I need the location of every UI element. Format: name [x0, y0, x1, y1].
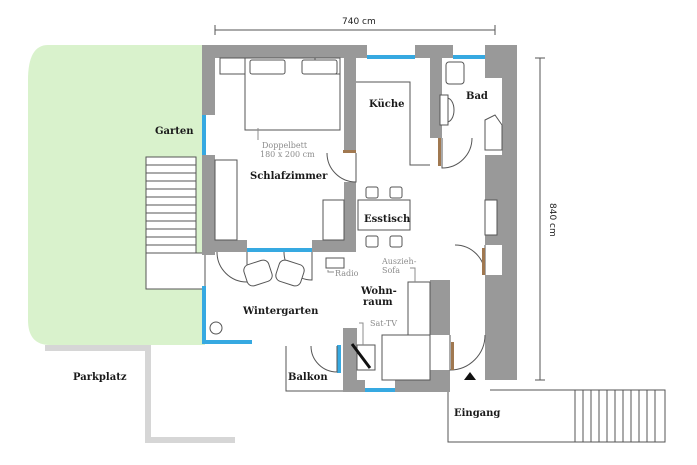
note-auszieh-2: Sofa [382, 266, 400, 275]
label-esstisch: Esstisch [364, 214, 411, 225]
parking-outline [45, 345, 235, 443]
label-bad: Bad [466, 91, 488, 102]
label-wohnraum-2: raum [363, 297, 393, 308]
windows [202, 55, 485, 392]
dimension-lines [214, 25, 545, 381]
entrance-arrow [464, 372, 476, 380]
label-kueche: Küche [369, 99, 404, 110]
tv-mark [350, 343, 372, 369]
note-radio: Radio [335, 269, 359, 278]
note-auszieh-1: Auszieh- [381, 257, 417, 266]
dimension-height: 840 cm [547, 203, 557, 237]
label-garten: Garten [155, 126, 194, 137]
label-balkon: Balkon [288, 372, 328, 383]
walls [202, 45, 517, 392]
entrance-stairs [447, 389, 666, 443]
dimension-width: 740 cm [342, 17, 376, 27]
leader-lines [257, 128, 416, 345]
dining-table [357, 199, 411, 231]
note-doppelbett-2: 180 x 200 cm [260, 150, 315, 159]
label-schlafzimmer: Schlafzimmer [250, 171, 328, 182]
sofa [381, 334, 431, 381]
balcony-outline [285, 346, 346, 392]
label-wohnraum-1: Wohn- [360, 286, 397, 297]
label-parkplatz: Parkplatz [73, 372, 127, 383]
label-eingang: Eingang [454, 408, 500, 419]
door-leaves [343, 138, 485, 370]
note-sat-tv: Sat-TV [370, 319, 397, 328]
note-doppelbett-1: Doppelbett [262, 141, 308, 150]
label-wintergarten: Wintergarten [242, 306, 319, 317]
garden-stairs [145, 156, 206, 290]
furniture [209, 57, 503, 381]
